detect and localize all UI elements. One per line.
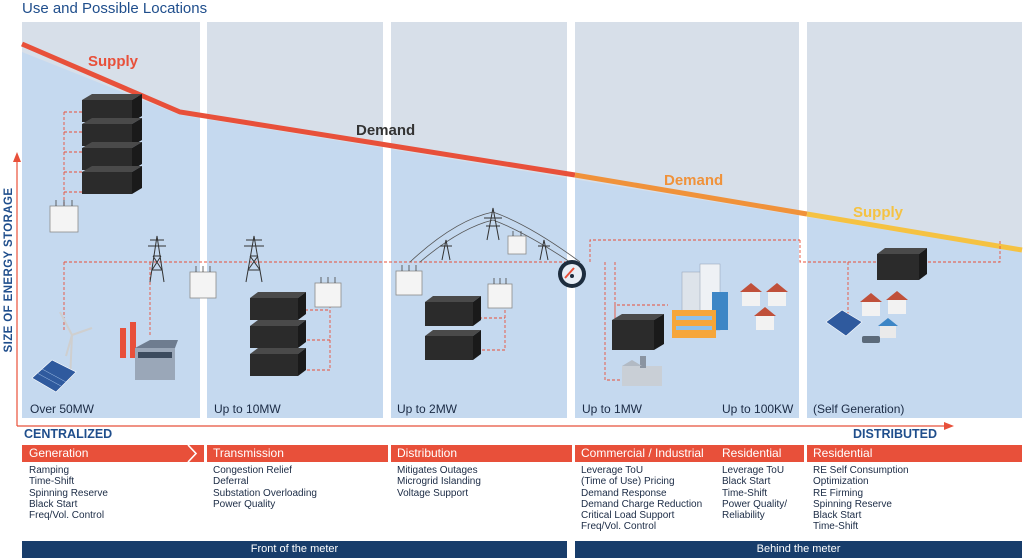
category-bar bbox=[22, 445, 1022, 462]
office-buildings-icon bbox=[672, 263, 728, 338]
use-item: Deferral bbox=[213, 476, 249, 488]
supply-curve-right bbox=[806, 211, 1023, 253]
houses-icon-commercial bbox=[740, 283, 788, 330]
battery-container-commercial bbox=[612, 314, 664, 350]
power-plant-icon bbox=[120, 322, 178, 380]
use-item: RE Self Consumption bbox=[813, 465, 909, 476]
use-item: Leverage ToU bbox=[722, 465, 785, 476]
use-item: Substation Overloading bbox=[213, 487, 317, 499]
behind-the-meter-bar: Behind the meter bbox=[575, 541, 1022, 558]
use-item: (Time of Use) Pricing bbox=[581, 476, 675, 488]
use-item: Optimization bbox=[813, 476, 869, 488]
factory-icon-commercial bbox=[622, 356, 662, 386]
use-item: Microgrid Islanding bbox=[397, 476, 481, 488]
transmission-tower-icons bbox=[148, 207, 550, 283]
use-item: Freq/Vol. Control bbox=[581, 521, 657, 533]
use-item: Time-Shift bbox=[722, 487, 768, 499]
category-transmission: Transmission bbox=[213, 446, 284, 460]
size-label-transmission: Up to 10MW bbox=[214, 402, 281, 416]
x-axis-arrow bbox=[17, 422, 954, 430]
use-item: Spinning Reserve bbox=[813, 498, 892, 510]
category-residential: Residential bbox=[813, 446, 873, 460]
use-item: Critical Load Support bbox=[581, 510, 675, 522]
distributed-label: DISTRIBUTED bbox=[853, 427, 938, 441]
size-label-commercial: Up to 1MW bbox=[582, 402, 643, 416]
centralized-label: CENTRALIZED bbox=[24, 427, 113, 441]
category-divider bbox=[804, 445, 807, 462]
houses-icon-residential bbox=[860, 291, 908, 338]
use-item: Congestion Relief bbox=[213, 465, 292, 476]
category-divider bbox=[388, 445, 391, 462]
use-item: RE Firming bbox=[813, 487, 864, 499]
category-divider bbox=[204, 445, 207, 462]
size-label-residential: (Self Generation) bbox=[813, 402, 905, 416]
use-item: Ramping bbox=[29, 465, 70, 476]
use-item: Time-Shift bbox=[29, 476, 75, 488]
use-item: Leverage ToU bbox=[581, 465, 644, 476]
transformer-icons bbox=[49, 200, 527, 309]
supply-curve-left bbox=[21, 41, 576, 178]
category-separator-arrow bbox=[187, 445, 198, 462]
y-axis-label: SIZE OF ENERGY STORAGE bbox=[3, 187, 15, 353]
battery-stack-generation bbox=[82, 94, 142, 194]
page-title: Use and Possible Locations bbox=[22, 0, 208, 17]
size-label-generation: Over 50MW bbox=[30, 402, 95, 416]
use-item: Power Quality/ bbox=[722, 498, 788, 510]
category-distribution: Distribution bbox=[397, 446, 458, 460]
category-commercial-industrial: Commercial / Industrial bbox=[581, 446, 704, 460]
uses-distribution: Mitigates Outages Microgrid Islanding Vo… bbox=[397, 465, 481, 499]
use-item: Time-Shift bbox=[813, 521, 859, 533]
category-residential-commercial: Residential bbox=[722, 446, 782, 460]
uses-residential-commercial: Leverage ToU Black Start Time-Shift Powe… bbox=[722, 465, 787, 521]
use-item: Power Quality bbox=[213, 498, 276, 510]
battery-stack-distribution bbox=[425, 296, 481, 360]
supply-label-right: Supply bbox=[853, 204, 904, 221]
size-label-residential-commercial: Up to 100KW bbox=[722, 402, 794, 416]
size-label-distribution: Up to 2MW bbox=[397, 402, 458, 416]
uses-generation: Ramping Time-Shift Spinning Reserve Blac… bbox=[29, 465, 108, 521]
demand-label-right: Demand bbox=[664, 172, 724, 189]
demand-label-center: Demand bbox=[356, 122, 416, 139]
uses-commercial-industrial: Leverage ToU (Time of Use) Pricing Deman… bbox=[581, 465, 702, 533]
use-item: Black Start bbox=[722, 476, 771, 488]
use-item: Demand Response bbox=[581, 487, 667, 499]
solar-panel-icon-residential bbox=[825, 309, 863, 337]
meter-gauge-icon bbox=[558, 260, 586, 288]
category-generation: Generation bbox=[29, 446, 89, 460]
use-item: Voltage Support bbox=[397, 487, 469, 499]
use-item: Mitigates Outages bbox=[397, 465, 478, 476]
y-axis-arrow bbox=[13, 152, 21, 426]
use-item: Reliability bbox=[722, 510, 765, 522]
use-item: Spinning Reserve bbox=[29, 487, 108, 499]
front-of-meter-bar: Front of the meter bbox=[22, 541, 567, 558]
use-item: Demand Charge Reduction bbox=[581, 498, 703, 510]
solar-panel-icon-generation bbox=[31, 359, 77, 393]
category-divider bbox=[572, 445, 575, 462]
demand-curve bbox=[574, 172, 808, 217]
use-item: Freq/Vol. Control bbox=[29, 510, 105, 522]
uses-residential: RE Self Consumption Optimization RE Firm… bbox=[813, 465, 909, 533]
battery-stack-transmission bbox=[250, 292, 306, 376]
battery-container-residential bbox=[877, 248, 927, 280]
supply-label-left: Supply bbox=[88, 53, 139, 70]
electric-car-icon bbox=[862, 336, 880, 343]
uses-transmission: Congestion Relief Deferral Substation Ov… bbox=[213, 465, 317, 510]
use-item: Black Start bbox=[29, 498, 78, 510]
use-item: Black Start bbox=[813, 510, 862, 522]
